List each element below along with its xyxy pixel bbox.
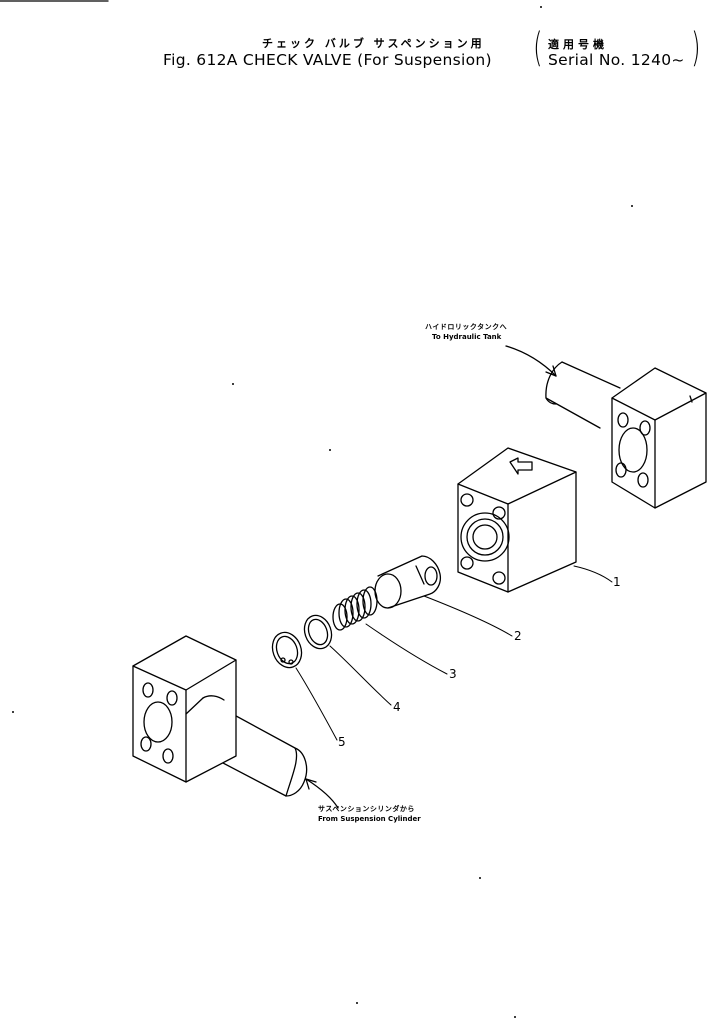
from-cylinder-label: From Suspension Cylinder xyxy=(318,815,421,823)
part-4-washer xyxy=(303,614,333,650)
callout-5: 5 xyxy=(338,735,346,749)
to-tank-label: To Hydraulic Tank xyxy=(432,333,502,341)
flow-arrow-from-cylinder xyxy=(305,778,339,809)
figure-title: Fig. 612A CHECK VALVE (For Suspension) xyxy=(163,51,492,69)
leader-lines xyxy=(295,565,613,741)
from-cylinder-label-japanese: サスペンションシリンダから xyxy=(318,805,415,813)
part-2-poppet xyxy=(374,555,442,609)
specks xyxy=(12,6,633,1018)
flow-arrow-to-tank xyxy=(505,345,557,377)
part-5-snap-ring xyxy=(271,631,303,669)
cylinder-flange-block xyxy=(132,635,308,797)
callout-2: 2 xyxy=(514,629,522,643)
serial-paren-close: ) xyxy=(691,25,701,71)
serial-label-japanese: 適用号機 xyxy=(548,38,608,51)
callout-1: 1 xyxy=(613,575,621,589)
tank-flange-block xyxy=(545,361,707,509)
to-tank-label-japanese: ハイドロリックタンクへ xyxy=(425,323,508,331)
title-japanese: チェック バルブ サスペンション用 xyxy=(262,37,485,50)
callout-4: 4 xyxy=(393,700,401,714)
part-3-spring xyxy=(332,586,378,631)
part-1-valve-body xyxy=(457,447,577,593)
serial-number: Serial No. 1240~ xyxy=(548,51,685,69)
serial-paren-open: ( xyxy=(533,25,543,71)
callout-3: 3 xyxy=(449,667,457,681)
